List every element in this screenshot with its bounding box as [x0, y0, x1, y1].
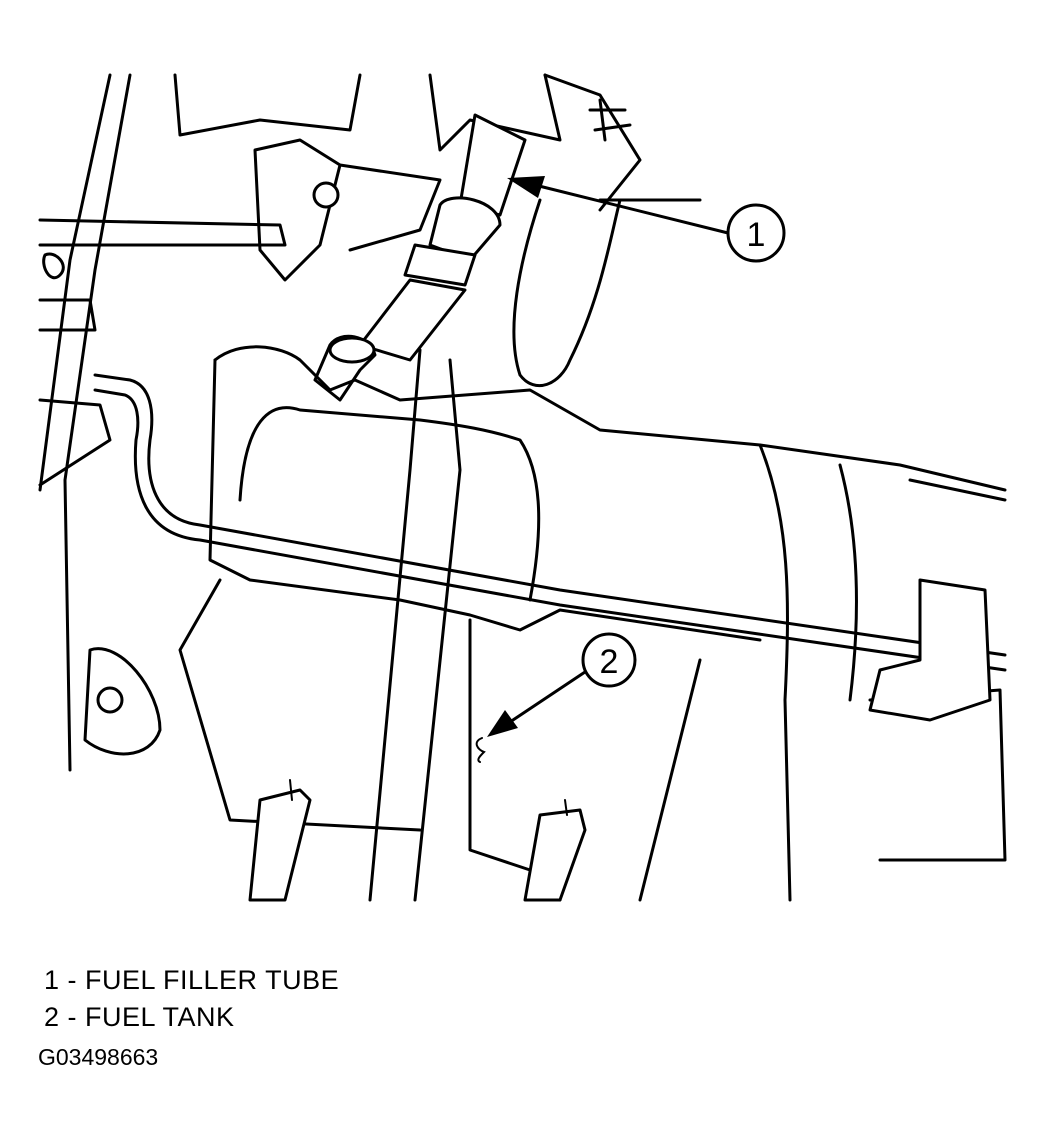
callout-arrow-line: [508, 670, 587, 724]
callout-arrow-line: [533, 183, 730, 235]
legend-item-fuel-filler-tube: 1 - FUEL FILLER TUBE: [44, 965, 340, 995]
figure-id: G03498663: [38, 1044, 159, 1070]
callout-circle: [726, 203, 786, 263]
arrow-head-icon: [507, 176, 545, 198]
arrow-head-icon: [487, 710, 518, 737]
frame-rail: [512, 198, 702, 388]
fuel-filler-tube: [313, 113, 527, 402]
tank-brackets: [83, 578, 992, 902]
callout-number: 2: [600, 643, 619, 681]
callout-2: 2: [475, 632, 637, 763]
callout-1: 1: [507, 176, 786, 263]
underbody-structure: [38, 73, 642, 772]
callout-circle: [581, 632, 637, 688]
legend-item-fuel-tank: 2 - FUEL TANK: [44, 1002, 235, 1032]
callout-number: 1: [747, 216, 766, 254]
tank-strap: [368, 348, 462, 902]
bolt-icon: [96, 686, 124, 714]
hose-clamp: [403, 243, 477, 287]
fuel-system-illustration: 1 2: [38, 73, 1007, 902]
fuel-line: [93, 373, 1007, 672]
bolt-icon: [312, 181, 340, 209]
legend: 1 - FUEL FILLER TUBE 2 - FUEL TANK: [44, 962, 339, 1036]
